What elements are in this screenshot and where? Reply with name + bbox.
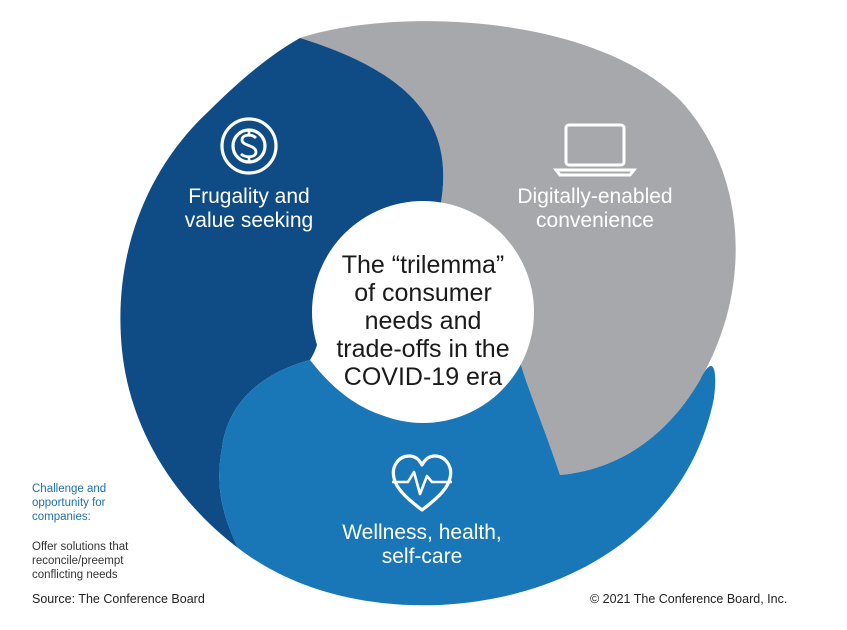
side-note-body-line: conflicting needs	[32, 569, 118, 581]
center-line: trade-offs in the	[336, 335, 509, 363]
center-line: The “trilemma”	[342, 251, 505, 279]
side-note-body-line: reconcile/preempt	[32, 555, 124, 567]
center-title: The “trilemma” of consumer needs and tra…	[336, 251, 509, 391]
label-wellness: self-care	[382, 545, 463, 568]
label-frugality: Frugality and	[188, 185, 309, 208]
side-note-title: Challenge and opportunity for companies:	[32, 482, 106, 524]
side-note-title-line: companies:	[32, 511, 91, 523]
copyright-note: © 2021 The Conference Board, Inc.	[590, 592, 788, 606]
segment-wellness	[219, 340, 716, 606]
side-note-body-line: Offer solutions that	[32, 541, 129, 553]
segment-digital-convenience	[300, 21, 736, 475]
label-wellness: Wellness, health,	[342, 521, 502, 544]
label-digital: Digitally-enabled	[517, 185, 672, 208]
label-frugality: value seeking	[185, 209, 313, 232]
side-note-body: Offer solutions that reconcile/preempt c…	[32, 540, 128, 582]
source-note: Source: The Conference Board	[32, 592, 205, 606]
center-circle	[312, 201, 534, 423]
heart-pulse-icon	[391, 454, 453, 512]
center-line: COVID-19 era	[344, 363, 502, 391]
center-line: of consumer	[354, 279, 492, 307]
segment-frugality	[120, 38, 444, 548]
center-line: needs and	[365, 307, 482, 335]
side-note-title-line: Challenge and	[32, 483, 107, 495]
dollar-coin-icon	[220, 117, 278, 175]
laptop-icon	[552, 123, 638, 177]
side-note-title-line: opportunity for	[32, 497, 106, 509]
label-digital: convenience	[536, 209, 654, 232]
